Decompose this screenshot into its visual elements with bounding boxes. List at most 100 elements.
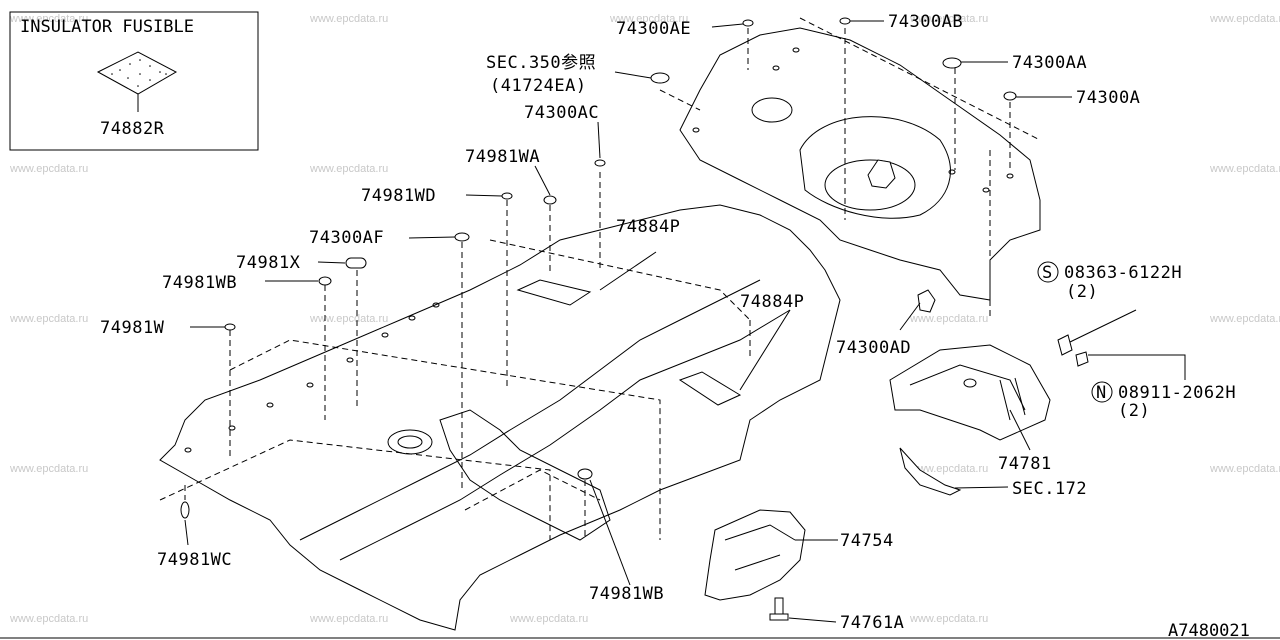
symbol-s-circle	[1037, 261, 1059, 283]
part-label-08363-6122h: 08363-6122H	[1064, 263, 1182, 283]
watermark: www.epcdata.ru	[909, 313, 988, 325]
dashed-guides	[159, 17, 1041, 540]
watermark: www.epcdata.ru	[9, 313, 88, 325]
watermark: www.epcdata.ru	[1209, 163, 1280, 175]
grommet-74300a	[1003, 91, 1017, 101]
part-label-74300ac: 74300AC	[524, 103, 599, 123]
part-label-74754: 74754	[840, 531, 894, 551]
nut-08911	[1075, 351, 1089, 367]
part-label-sec350-ref: (41724EA)	[490, 76, 587, 96]
tunnel-edge	[339, 309, 791, 561]
watermark: www.epcdata.ru	[309, 163, 388, 175]
part-label-74981wb-2: 74981WB	[589, 584, 664, 604]
inset-frame	[9, 11, 259, 151]
watermark: www.epcdata.ru	[609, 13, 688, 25]
spare-tire-clamp	[867, 159, 896, 189]
front-floor-outline	[159, 204, 841, 631]
insulator-74781-rib	[909, 364, 1026, 411]
grommet-74981x	[345, 257, 367, 269]
grommet-74981wb	[318, 276, 332, 286]
spare-tire-well-floor	[824, 159, 916, 211]
part-label-74981wb: 74981WB	[162, 273, 237, 293]
leader-lines	[184, 20, 1186, 623]
grommet-74300af	[454, 232, 470, 242]
grommet-74300ac	[594, 159, 606, 167]
watermark: www.epcdata.ru	[309, 313, 388, 325]
part-label-74300a: 74300A	[1076, 88, 1140, 108]
part-label-74300aa: 74300AA	[1012, 53, 1087, 73]
grommet-74981wc	[180, 501, 190, 519]
rear-floor-outline	[679, 27, 1041, 301]
fusible-pad-dots	[111, 59, 167, 87]
grommet-74300ab	[839, 17, 851, 25]
insulator-74754-rib	[724, 524, 796, 571]
rear-floor-hole	[751, 97, 793, 123]
watermark: www.epcdata.ru	[9, 613, 88, 625]
spare-tire-well	[799, 116, 951, 219]
inset-insulator-fusible: INSULATOR FUSIBLE 74882R	[9, 11, 259, 151]
watermark: www.epcdata.ru	[1209, 13, 1280, 25]
grommet-sec350	[650, 72, 670, 84]
watermark: www.epcdata.ru	[9, 163, 88, 175]
watermark: www.epcdata.ru	[909, 613, 988, 625]
watermark: www.epcdata.ru	[1209, 313, 1280, 325]
part-label-74884p: 74884P	[616, 217, 680, 237]
watermark: www.epcdata.ru	[309, 13, 388, 25]
part-label-74884p-2: 74884P	[740, 292, 804, 312]
grommet-74300ae	[742, 19, 754, 27]
floor-holes	[184, 302, 440, 453]
floor-insulator-pad	[516, 279, 592, 306]
part-label-74981w: 74981W	[100, 318, 165, 338]
rear-floor-panel	[679, 27, 1041, 301]
symbol-s: S	[1042, 263, 1053, 283]
insulator-74781-body	[889, 344, 1051, 441]
sheet-id: A7480021	[1168, 621, 1250, 640]
watermark: www.epcdata.ru	[9, 13, 88, 25]
part-label-74300ae: 74300AE	[616, 19, 691, 39]
floor-insulator-pad	[678, 371, 742, 406]
bolt-74761a	[769, 597, 789, 621]
grommet-74300aa	[942, 57, 962, 69]
part-label-74981x: 74981X	[236, 253, 301, 273]
tunnel-edge	[299, 279, 761, 541]
fusible-pad-shape	[96, 51, 178, 95]
symbol-n: N	[1096, 383, 1107, 403]
watermark: www.epcdata.ru	[1209, 463, 1280, 475]
watermark: www.epcdata.ru	[509, 613, 588, 625]
grommet-74981wb-2	[577, 468, 593, 480]
grommet-74981wa	[543, 195, 557, 205]
rear-floor-holes	[692, 47, 1014, 193]
watermark: www.epcdata.ru	[909, 463, 988, 475]
insulator-74781-rib	[999, 377, 1026, 421]
watermark: www.epcdata.ru	[309, 613, 388, 625]
bolt-08363	[1057, 334, 1073, 356]
watermark: www.epcdata.ru	[9, 463, 88, 475]
part-label-74981wd: 74981WD	[361, 186, 436, 206]
heat-insulator-74781	[889, 344, 1051, 441]
inset-title: INSULATOR FUSIBLE	[20, 17, 194, 37]
part-label-08911-qty: (2)	[1118, 401, 1150, 421]
watermark: www.epcdata.ru	[909, 13, 988, 25]
sec172-shield	[899, 447, 962, 496]
part-label-74761a: 74761A	[840, 613, 904, 633]
part-label-sec172: SEC.172	[1012, 479, 1087, 499]
front-floor-panel	[159, 204, 841, 631]
part-label-74300ab: 74300AB	[888, 12, 963, 32]
floor-recess-inner	[397, 435, 423, 449]
part-label-74882r: 74882R	[100, 119, 165, 139]
part-label-74300af: 74300AF	[309, 228, 384, 248]
grommet-74981wd	[501, 192, 513, 200]
symbol-n-circle	[1091, 381, 1113, 403]
insulator-74781-hole	[963, 378, 977, 388]
part-label-sec350: SEC.350参照	[486, 53, 596, 73]
part-label-74981wa: 74981WA	[465, 147, 540, 167]
part-label-74981wc: 74981WC	[157, 550, 232, 570]
part-labels: 74300AE 74300AB SEC.350参照 (41724EA) 7430…	[100, 12, 1236, 633]
part-label-74781: 74781	[998, 454, 1052, 474]
tunnel-rib	[439, 409, 611, 541]
part-label-08363-qty: (2)	[1066, 282, 1098, 302]
part-label-74300ad: 74300AD	[836, 338, 911, 358]
part-label-08911-2062h: 08911-2062H	[1118, 383, 1236, 403]
